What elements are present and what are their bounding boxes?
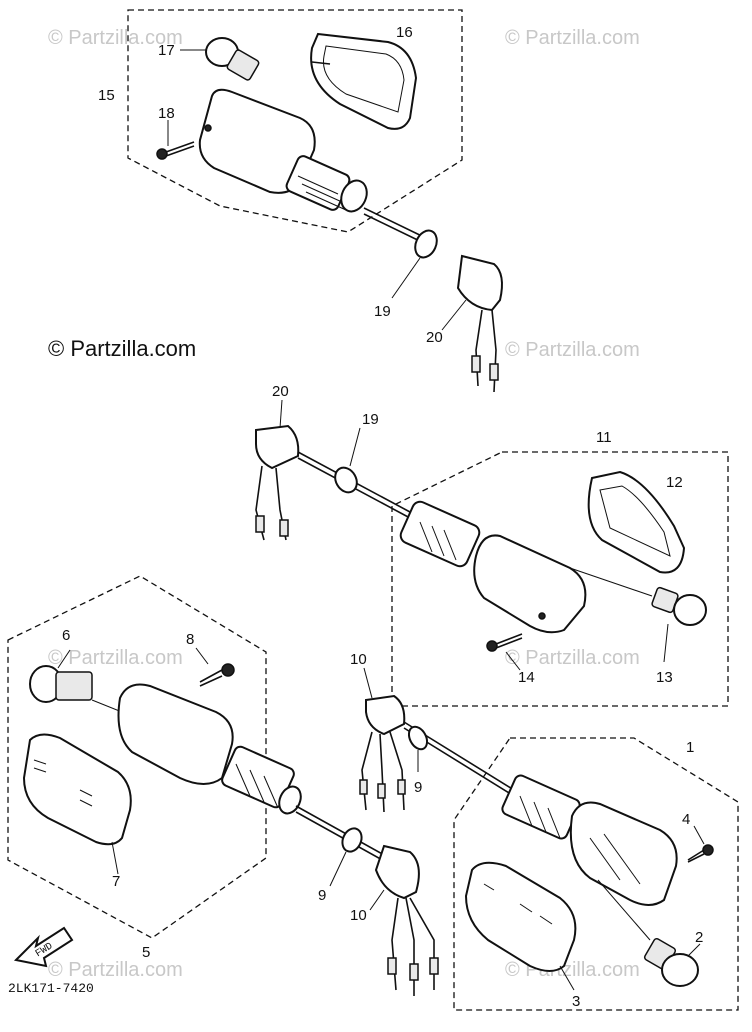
callout-9: 9 [318, 887, 326, 904]
grommet-19 [334, 466, 358, 494]
assembly-front-left: 1 2 3 4 9 10 [350, 651, 739, 1011]
bulb-2 [643, 937, 701, 987]
assembly-boundary [453, 737, 739, 1011]
callout-6: 6 [62, 627, 70, 644]
screw-14 [486, 633, 523, 671]
boot-10 [359, 667, 406, 813]
lens-7 [22, 733, 132, 875]
callout-20: 20 [426, 329, 443, 346]
watermark-faint: © Partzilla.com [48, 959, 183, 981]
callout-10: 10 [350, 907, 367, 924]
assembly-boundary [7, 575, 267, 939]
assembly-rear-right: 15 16 17 18 19 20 [98, 9, 503, 393]
callout-1: 1 [686, 739, 694, 756]
screw-8 [195, 647, 235, 687]
callout-19: 19 [374, 303, 391, 320]
housing-5 [117, 683, 387, 863]
watermark-faint: © Partzilla.com [505, 647, 640, 669]
callout-2: 2 [695, 929, 703, 946]
watermark-main: © Partzilla.com [48, 336, 196, 361]
callout-4: 4 [682, 811, 690, 828]
grommet-9 [407, 725, 429, 751]
boot-20 [441, 254, 503, 393]
watermark-group: © Partzilla.com © Partzilla.com © Partzi… [48, 27, 640, 981]
screw-18 [156, 120, 195, 160]
screw-4 [687, 825, 714, 863]
lens-16 [310, 32, 418, 130]
callout-15: 15 [98, 87, 115, 104]
callout-5: 5 [142, 944, 150, 961]
fwd-arrow-icon: FWD [13, 926, 74, 968]
watermark-faint: © Partzilla.com [505, 27, 640, 49]
callout-7: 7 [112, 873, 120, 890]
housing-11 [399, 500, 587, 634]
callout-16: 16 [396, 24, 413, 41]
callout-14: 14 [518, 669, 535, 686]
assembly-rear-left: 20 19 11 12 13 14 [255, 383, 729, 707]
callout-3: 3 [572, 993, 580, 1010]
assembly-boundary [127, 9, 463, 233]
bulb-17 [180, 37, 260, 81]
diagram-code: 2LK171-7420 [8, 981, 94, 996]
callout-11: 11 [596, 429, 612, 446]
grommet-9 [341, 827, 363, 853]
callout-9: 9 [414, 779, 422, 796]
grommet-19 [414, 229, 438, 259]
callout-20: 20 [272, 383, 289, 400]
callout-8: 8 [186, 631, 194, 648]
watermark-faint: © Partzilla.com [48, 27, 183, 49]
bulb-6 [29, 649, 133, 717]
callout-13: 13 [656, 669, 673, 686]
watermark-faint: © Partzilla.com [505, 339, 640, 361]
lens-3 [464, 861, 577, 991]
watermark-faint: © Partzilla.com [48, 647, 183, 669]
lens-12 [587, 470, 686, 574]
callout-18: 18 [158, 105, 175, 122]
assembly-front-right: FWD 6 8 7 5 9 10 [7, 575, 439, 996]
callout-12: 12 [666, 474, 683, 491]
callout-10: 10 [350, 651, 367, 668]
boot-20 [255, 399, 300, 541]
housing-1 [501, 774, 678, 941]
callout-19: 19 [362, 411, 379, 428]
callout-17: 17 [158, 42, 175, 59]
boot-10 [369, 844, 439, 996]
bulb-13 [569, 567, 707, 663]
